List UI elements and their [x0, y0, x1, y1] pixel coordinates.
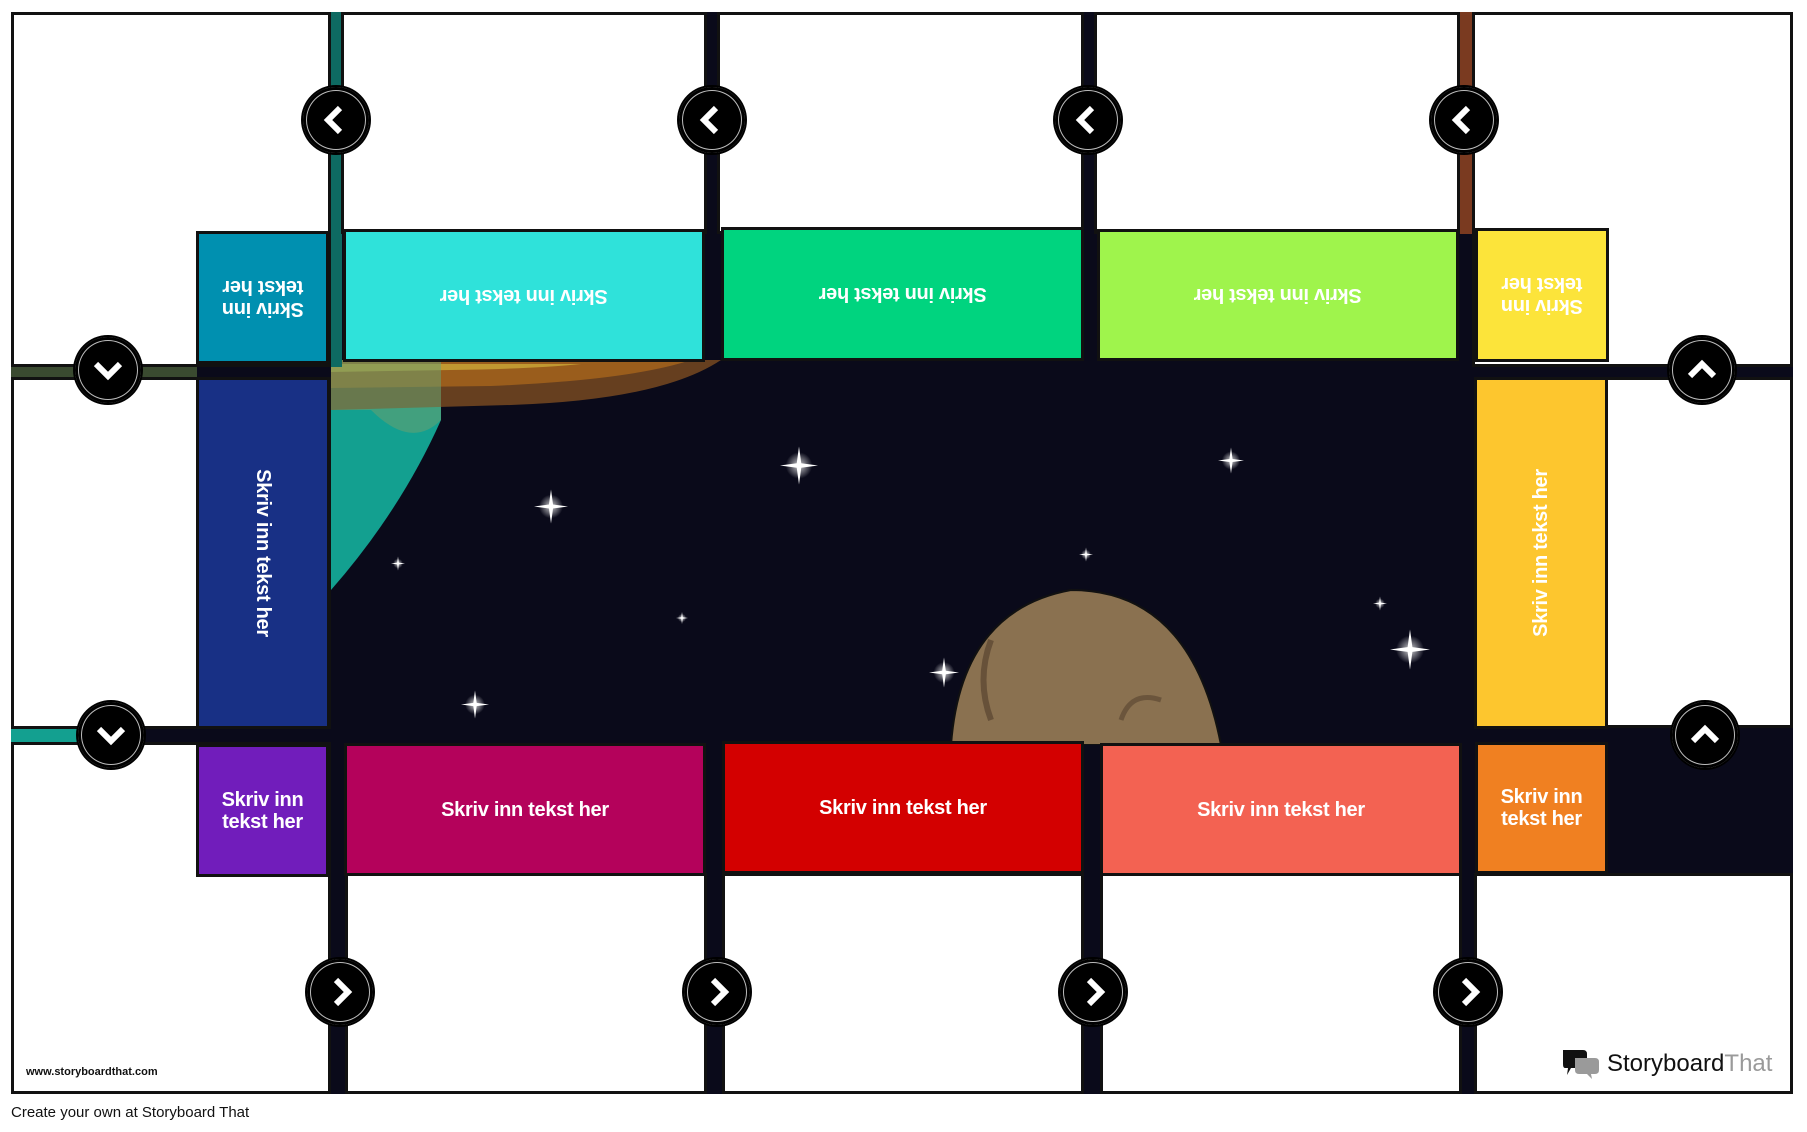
- cell-bottom-4: [1100, 873, 1462, 1094]
- star-icon: [1079, 547, 1093, 567]
- label-bottom-orange[interactable]: Skriv inn tekst her: [1475, 742, 1608, 874]
- cell-top-2: [341, 12, 707, 234]
- chevron-up-icon[interactable]: [1672, 702, 1738, 768]
- cell-top-1: [11, 12, 331, 367]
- cell-bottom-2: [345, 873, 707, 1094]
- label-top-yellow[interactable]: Skriv inn tekst her: [1475, 228, 1609, 362]
- star-icon: [391, 556, 405, 576]
- label-bottom-salmon[interactable]: Skriv inn tekst her: [1100, 743, 1462, 876]
- label-bottom-red[interactable]: Skriv inn tekst her: [722, 741, 1084, 874]
- chevron-left-icon[interactable]: [303, 87, 369, 153]
- label-bottom-purple[interactable]: Skriv inn tekst her: [196, 744, 329, 877]
- chevron-right-icon[interactable]: [307, 959, 373, 1025]
- chevron-down-icon[interactable]: [75, 337, 141, 403]
- watermark-url: www.storyboardthat.com: [26, 1066, 158, 1078]
- label-right-amber[interactable]: Skriv inn tekst her: [1474, 377, 1608, 729]
- cell-top-4: [1094, 12, 1460, 234]
- star-icon: [676, 611, 688, 629]
- cell-top-3: [717, 12, 1084, 234]
- cell-bottom-5: [1474, 873, 1793, 1094]
- chevron-right-icon[interactable]: [1060, 959, 1126, 1025]
- label-left-navy[interactable]: Skriv inn tekst her: [196, 377, 330, 729]
- star-icon: [461, 690, 489, 724]
- chevron-down-icon[interactable]: [78, 702, 144, 768]
- logo-text-primary: Storyboard: [1607, 1050, 1725, 1077]
- chevron-left-icon[interactable]: [1055, 87, 1121, 153]
- label-top-cyan[interactable]: Skriv inn tekst her: [343, 229, 705, 362]
- chevron-right-icon[interactable]: [1435, 959, 1501, 1025]
- space-illustration: [331, 360, 1223, 745]
- star-icon: [1373, 596, 1387, 616]
- chevron-up-icon[interactable]: [1669, 337, 1735, 403]
- star-icon: [1390, 629, 1430, 675]
- label-top-teal[interactable]: Skriv inn tekst her: [196, 231, 329, 364]
- label-top-lime[interactable]: Skriv inn tekst her: [1097, 229, 1459, 361]
- chevron-left-icon[interactable]: [1431, 87, 1497, 153]
- star-icon: [929, 657, 959, 693]
- star-icon: [780, 446, 818, 490]
- star-icon: [1218, 447, 1244, 479]
- space-scene: [331, 360, 1476, 745]
- star-icon: [534, 489, 568, 529]
- speech-bubbles-icon: [1563, 1050, 1599, 1079]
- chevron-right-icon[interactable]: [684, 959, 750, 1025]
- brown-planet: [949, 588, 1223, 745]
- logo-text-secondary: That: [1724, 1050, 1773, 1077]
- label-bottom-magenta[interactable]: Skriv inn tekst her: [344, 743, 706, 876]
- cell-bottom-3: [722, 873, 1084, 1094]
- label-top-green[interactable]: Skriv inn tekst her: [721, 227, 1084, 361]
- chevron-left-icon[interactable]: [679, 87, 745, 153]
- create-your-own-link[interactable]: Create your own at Storyboard That: [11, 1104, 250, 1121]
